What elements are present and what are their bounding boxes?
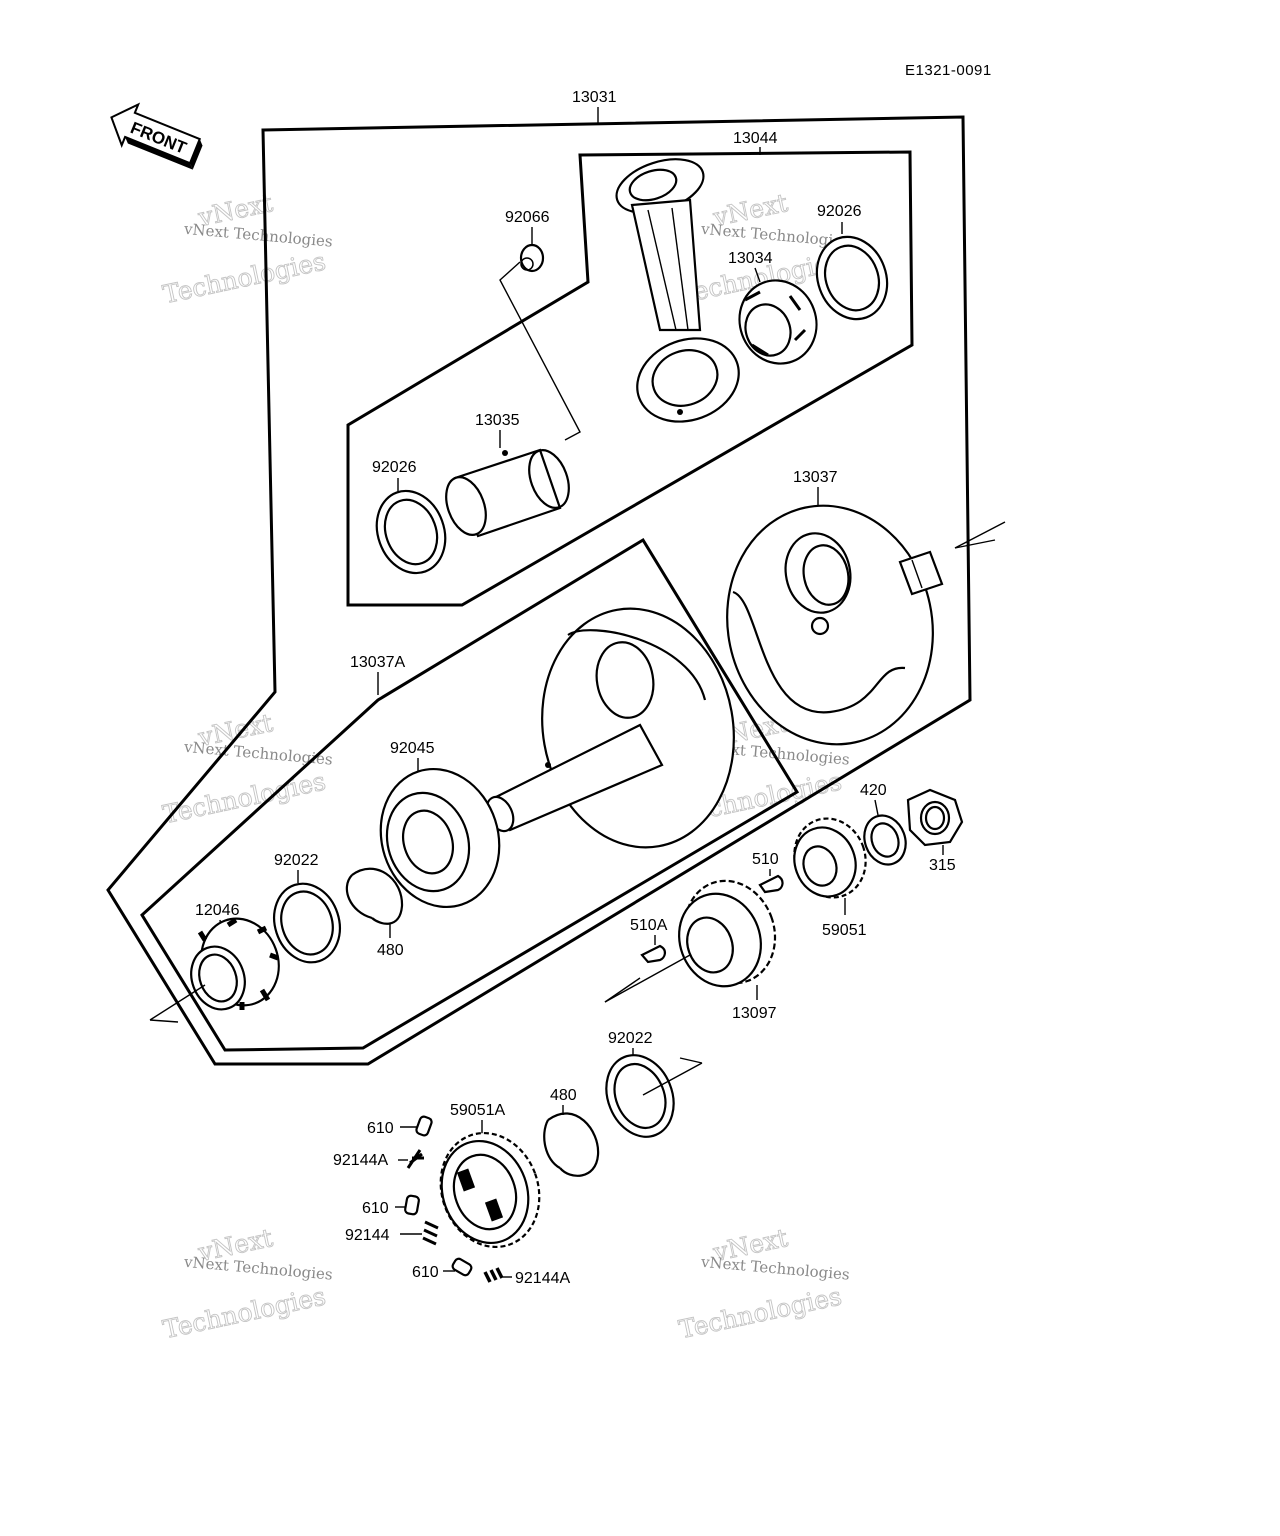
- label-13031: 13031: [572, 89, 617, 106]
- label-610-c: 610: [412, 1264, 439, 1281]
- label-610-a: 610: [367, 1120, 394, 1137]
- label-92144: 92144: [345, 1227, 390, 1244]
- washer-92022-icon: [273, 882, 341, 964]
- crankshaft-boundary-13037A: [140, 537, 800, 1052]
- label-92144A-a: 92144A: [333, 1152, 388, 1169]
- sprocket-12046-icon: [149, 917, 280, 1023]
- connecting-rod-icon: [615, 158, 740, 423]
- woodruff-key-510A-icon: [640, 944, 666, 964]
- gear-59051-icon: [793, 817, 867, 899]
- needle-bearing-13034-icon: [738, 279, 818, 365]
- label-92026-top: 92026: [817, 203, 862, 220]
- label-420: 420: [860, 782, 887, 799]
- leader-line: [874, 799, 879, 816]
- ball-bearing-92045-icon: [379, 767, 501, 909]
- crankshaft-left-half-icon: [485, 607, 735, 849]
- watermark-text: vNext Technologies: [182, 220, 333, 251]
- watermark-technologies: Technologies: [160, 246, 328, 309]
- label-13044: 13044: [733, 130, 778, 147]
- label-92144A-b: 92144A: [515, 1270, 570, 1287]
- plug-92066-icon: [519, 243, 545, 273]
- label-13097: 13097: [732, 1005, 777, 1022]
- watermark-text: vNext Technologies: [182, 1253, 333, 1284]
- label-510A: 510A: [630, 917, 668, 934]
- label-510: 510: [752, 851, 779, 868]
- label-12046: 12046: [195, 902, 240, 919]
- gear-59051A-icon: [439, 1131, 541, 1249]
- front-arrow-icon: FRONT: [110, 102, 203, 170]
- circlip-480-icon: [543, 1112, 600, 1177]
- watermark-top-left: vNext Technologies vNext Technologies: [160, 188, 334, 310]
- nut-315-icon: [906, 788, 964, 847]
- watermark-text: vNext Technologies: [182, 738, 333, 769]
- label-92022-mid: 92022: [274, 852, 319, 869]
- circlip-480-icon: [345, 867, 404, 925]
- washer-92022-icon: [605, 1054, 703, 1138]
- spring-92144A-icon: [406, 1149, 424, 1169]
- label-59051A: 59051A: [450, 1102, 505, 1119]
- woodruff-key-510-icon: [758, 874, 784, 894]
- label-13035: 13035: [475, 412, 520, 429]
- watermark-technologies: Technologies: [676, 1281, 844, 1344]
- assembly-boundary-13031: [106, 115, 972, 1066]
- label-92026-left: 92026: [372, 459, 417, 476]
- label-610-b: 610: [362, 1200, 389, 1217]
- spring-92144-icon: [422, 1220, 439, 1246]
- label-315: 315: [929, 857, 956, 874]
- thrust-washer-92026-icon: [375, 489, 447, 575]
- thrust-washer-92026-icon: [815, 235, 889, 321]
- crank-pin-13035-icon: [445, 448, 570, 538]
- watermark-bottom-left: vNext Technologies vNext Technologies: [160, 1223, 334, 1345]
- label-13037: 13037: [793, 469, 838, 486]
- label-480-mid: 480: [377, 942, 404, 959]
- pin-610-icon: [451, 1257, 473, 1277]
- label-92045: 92045: [390, 740, 435, 757]
- watermark-text: vNext Technologies: [699, 1253, 850, 1284]
- label-92066: 92066: [505, 209, 550, 226]
- label-480-low: 480: [550, 1087, 577, 1104]
- spring-92144A-icon: [483, 1267, 504, 1283]
- pin-610-icon: [404, 1194, 420, 1216]
- leader-line: [754, 267, 761, 283]
- diagram-reference: E1321-0091: [905, 62, 992, 79]
- label-13034: 13034: [728, 250, 773, 267]
- watermark-bottom-right: vNext Technologies vNext Technologies: [676, 1223, 851, 1345]
- pin-610-icon: [415, 1115, 433, 1137]
- lock-washer-420-icon: [863, 814, 907, 866]
- label-59051: 59051: [822, 922, 867, 939]
- label-92022-low: 92022: [608, 1030, 653, 1047]
- crankshaft-right-half-icon: [726, 504, 1006, 746]
- leader-line: [499, 261, 581, 441]
- label-13037A: 13037A: [350, 654, 405, 671]
- watermark-technologies: Technologies: [160, 1281, 328, 1344]
- gear-13097-icon: [604, 879, 777, 1003]
- conrod-boundary-13044: [346, 150, 914, 607]
